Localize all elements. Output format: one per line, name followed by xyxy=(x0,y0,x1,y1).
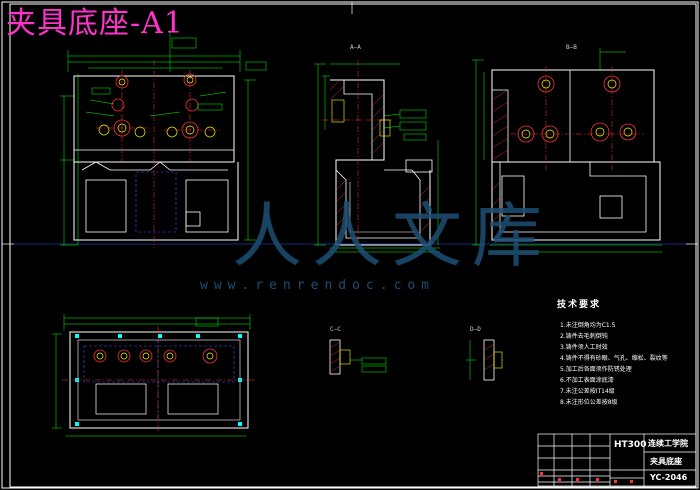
tech-requirements-heading: 技术要求 xyxy=(557,300,602,310)
inner-frame xyxy=(9,3,697,488)
detail-section-1 xyxy=(329,339,387,375)
tech-requirement-item: 1.未注倒角均为C1.5 xyxy=(560,322,616,329)
tech-requirement-item: 3.铸件须人工时效 xyxy=(560,344,608,351)
tech-requirement-item: 4.铸件不得有砂眼、气孔、缩松、裂纹等 xyxy=(560,355,668,362)
watermark-brand: 人人文库 xyxy=(232,195,552,277)
section-label-c: C—C xyxy=(330,326,341,333)
section-label-a: A—A xyxy=(350,44,361,51)
front-view xyxy=(60,30,267,248)
title-block-part-name: 夹具底座 xyxy=(650,457,682,466)
section-label-d: D—D xyxy=(470,326,481,333)
side-section-view xyxy=(314,60,440,253)
rear-section-view xyxy=(472,48,662,253)
drawing-title: 夹具底座-A1 xyxy=(6,6,184,41)
tech-requirement-item: 8.未注形位公差按8级 xyxy=(560,399,618,406)
title-block-school: 连续工学院 xyxy=(648,439,688,448)
title-block-marks xyxy=(540,472,633,483)
tech-requirement-item: 2.铸件去毛刺倒钝 xyxy=(560,333,608,340)
title-block-frame xyxy=(537,433,697,487)
plan-view xyxy=(52,314,256,437)
watermark-url: www.renrendoc.com xyxy=(200,278,436,293)
title-block-material: HT300 xyxy=(614,440,647,450)
detail-section-2 xyxy=(466,339,503,381)
tech-requirement-item: 6.不加工表面涂底漆 xyxy=(560,377,614,384)
tech-requirement-item: 5.加工后各面须作防锈处理 xyxy=(560,366,632,373)
section-label-b: B—B xyxy=(566,44,577,51)
title-block-drawing-no: YC-2046 xyxy=(650,473,688,482)
tech-requirement-item: 7.未注公差按IT14级 xyxy=(560,388,615,395)
